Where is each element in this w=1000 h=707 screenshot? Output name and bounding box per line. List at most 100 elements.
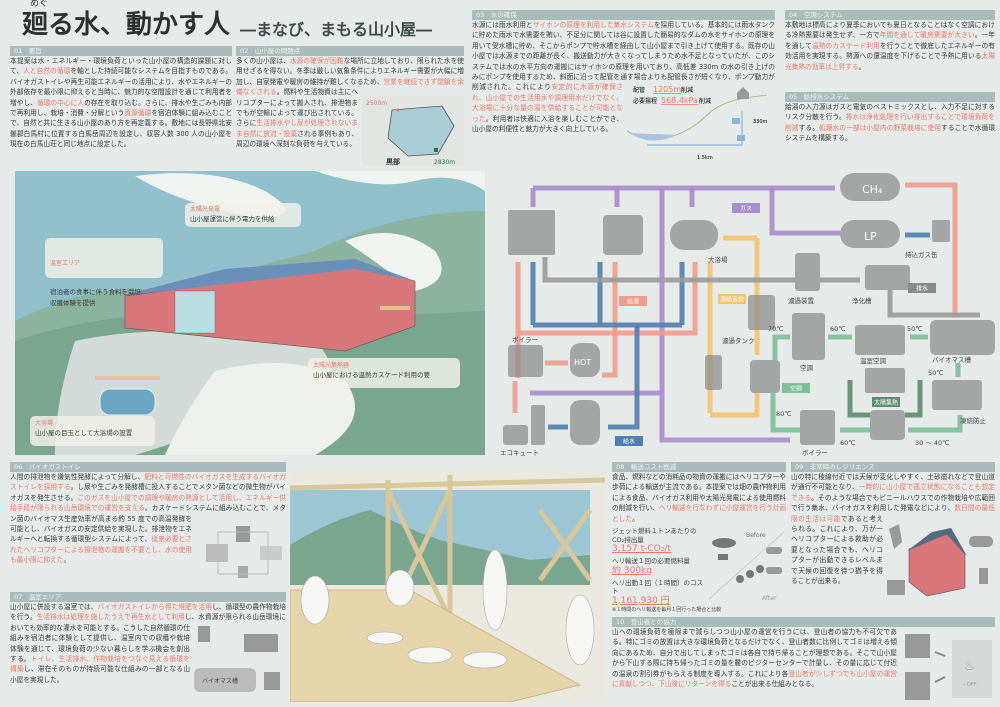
septic-tank-icon (865, 265, 910, 290)
helicopter-porter-illustration: Before After (708, 531, 785, 602)
label-aircon: 空調 (800, 363, 814, 372)
after-label: After (762, 595, 777, 602)
pipe-line (647, 111, 743, 146)
cargo-icon (718, 554, 728, 561)
cold-flow-line (608, 325, 640, 430)
callout-greenhouse: 温室エリア 宿泊者の食事に伴う食料を栽培 収穫体験を提供 (45, 238, 163, 307)
label-t70: 70℃ (768, 325, 784, 333)
highlight-text: 太陽光集熱の効率は上昇する (785, 52, 996, 71)
gas-tank-icon (766, 547, 782, 555)
solar-roof (120, 259, 415, 296)
section-header: 05 給排水システム (785, 92, 995, 102)
body-text: を宿泊体験に組み込むことで、自然と共に生きる山小屋のあり方を再定義する。敷地には… (10, 109, 233, 149)
summit-marker-icon (396, 108, 400, 112)
water-supply-tag-bg (615, 436, 643, 446)
stat-footnote: ※１時間のヘリ輸送を毎月１回行った場合と比較 (612, 606, 722, 613)
energy-water-system-diagram: ガス給湯湯船追焚排水空調太陽集熱給水CH₄LPHOT持込ガス缶大浴場濾過装置浄化… (500, 173, 995, 457)
label-bath: 大浴場 (708, 255, 728, 264)
body-text: を行うことで徹底したエネルギーの有効活用を実現する。熱源への還温度を下げることで… (785, 41, 995, 61)
callout-text: 山小屋における温熱カスケード利用の要 (313, 371, 430, 379)
body-text: 。し尿や生ごみを発酵槽に投入することでメタン菌などの微生物がバイオガスを発生させ… (10, 483, 286, 502)
filter-device-icon (795, 253, 820, 291)
highlight-text: このガスを山小屋での調理や暖房の熱源として活用し、エネルギー供給手段が限られる山… (10, 493, 287, 513)
highlight-text: 生活排水やし尿が処理されないまま自然に放流・投棄 (236, 119, 359, 138)
height-label: 330m (753, 119, 768, 125)
planter-icon (244, 634, 278, 652)
body-text: な場所に立地しており、限られた水を使用せざるを得ない。冬季は厳しい気象条件により… (236, 57, 464, 86)
label-filter-device: 濾過装置 (788, 296, 815, 305)
section-biogas-toilet: 06 バイオガストイレ 人間の排泄物を嫌気性発酵によって分解し、肥料と可燃性のバ… (10, 462, 286, 582)
solar-heat-tag: 太陽集熱 (874, 399, 898, 407)
ch4-tank-icon (840, 173, 900, 201)
onsen-coupon (952, 640, 992, 698)
gas-tank-icon (969, 536, 993, 547)
map-elev-high: 2500m (366, 100, 387, 107)
stat-co2-value: 3,157 t-CO₂/t (612, 544, 671, 555)
stat-cost-value: 1,161,930 円 (612, 595, 670, 606)
body-text: 本敷地は標高により夏季においても夏日となることはなく空調における冷熱需要は発生せ… (785, 21, 995, 40)
entrance-canopy (380, 306, 410, 310)
scale-icon (905, 672, 930, 700)
solar-collector-icon (865, 368, 905, 393)
generator-icon (887, 580, 905, 595)
section-text: 山への環境負荷を極限まで減らしつつ山小屋の運営を行うには、登山者の協力も不可欠で… (612, 627, 897, 689)
highlight-text: 水源の確保が困難 (289, 57, 344, 65)
dam-water (629, 133, 677, 141)
label-greenhouse-ac: 温室空調 (860, 356, 887, 365)
heat-exchanger-icon (750, 360, 780, 393)
highlight-text: 安定的に水源が確保され、山小屋での生活用水や調理用水だけでなく、大浴場に十分な量… (472, 83, 623, 123)
resilience-illustration (887, 524, 993, 597)
label-ecocute: エコキュート (500, 449, 539, 457)
label-gas-can: 持込ガス缶 (905, 250, 938, 259)
label-t3040: 30 ～ 40℃ (915, 439, 949, 447)
callout-title: 大浴場 (35, 420, 54, 427)
siphon-diagram: 配管 1205m 削減 必要揚程 568.4kPa 削減 330m 1.5km (627, 85, 768, 161)
hot-supply-tag-bg (619, 296, 647, 306)
gas-can-icon (932, 220, 950, 242)
solar-flow-line (847, 380, 870, 418)
heat-flow-line (770, 393, 800, 433)
body-text: 。利用者は快適に入浴を楽しむことができ、山小屋の利便性と魅力が大きく向上している… (472, 114, 624, 134)
highlight-text: 生活排水は処理を施したうえで再生水として利用 (36, 613, 185, 622)
section-resilience: 09 非常時のレジリエンス 山の特に稜線付近では天候が変化しやすく、土砂崩れなど… (791, 462, 995, 598)
body-text: し、水資源が限られる山岳環境においても効率的な灌水を可能とする。こうした自然循環… (10, 613, 286, 664)
body-text: であると考えられる。これにより、万が一ヘリコプターによる救助が必要となった場合で… (791, 514, 884, 586)
section-text: 山の特に稜線付近では天候が変化しやすく、土砂崩れなどで登山道が通行不可能となり、… (791, 472, 995, 597)
timber-frame (290, 475, 605, 630)
callout-title: 温室エリア (50, 260, 81, 267)
pipe-value: 1205m (653, 85, 681, 94)
compost-bag-icon (236, 526, 250, 542)
compost-bag-icon (264, 672, 280, 690)
drain-tag: 排水 (916, 285, 928, 293)
section-aircon: 04 空調システム 本敷地は標高により夏季においても夏日となることはなく空調にお… (785, 10, 995, 72)
hut-icon (737, 87, 749, 99)
callout-solar-power: 太陽光発電 山小屋運営に伴う電力を供給 (185, 203, 301, 227)
section-water-supply: 05 給排水システム 給湯の入力源はガスと電気のベストミックスとし、入力不足に対… (785, 92, 995, 144)
section-summary: 01 要旨 本提案は水・エネルギー・環境負荷といった山小屋の構造的課題に対して、… (10, 46, 232, 150)
trash-stack-icon (905, 634, 930, 658)
highlight-text: 数日間の最低限の生活は可能 (791, 504, 995, 523)
reheat-tag-bg (718, 294, 746, 304)
battery-icon (979, 568, 988, 584)
distance-label: 1.5km (697, 155, 713, 161)
bath-icon (670, 220, 718, 250)
label-filter-tank: 濾過タンク (722, 336, 755, 345)
pipe-suffix: 削減 (681, 86, 693, 94)
pump-icon (705, 355, 722, 390)
onsen-icon: ♨ (964, 659, 975, 673)
label-hot: HOT (574, 358, 591, 367)
body-text: 給湯の入力源はガスと電気のベストミックスとし、入力不足に対するリスク分散を行う。 (785, 103, 995, 122)
kitchen-icon (508, 210, 555, 255)
tank-icon (732, 118, 740, 124)
tank-icon (737, 135, 745, 141)
callout-text: 宿泊者の食事に伴う食料を栽培 収穫体験を提供 (50, 288, 141, 307)
label-boiler-right: ボイラー (802, 449, 828, 457)
bath-canopy (95, 376, 160, 380)
body-text: し、循環型の農作物栽培を行う。 (10, 603, 287, 622)
outdoor-bath (99, 388, 156, 416)
gas-flow-line (659, 188, 790, 443)
body-text: 山への環境負荷を極限まで減らしつつ山小屋の運営を行うには、登山者の協力も不可欠で… (612, 628, 897, 678)
section-header: 09 非常時のレジリエンス (791, 462, 995, 472)
stat-fuel-label: ヘリ輸送１回の必要燃料量 (612, 557, 690, 566)
site-map: 2500m 2830m 黒部 (362, 96, 464, 166)
